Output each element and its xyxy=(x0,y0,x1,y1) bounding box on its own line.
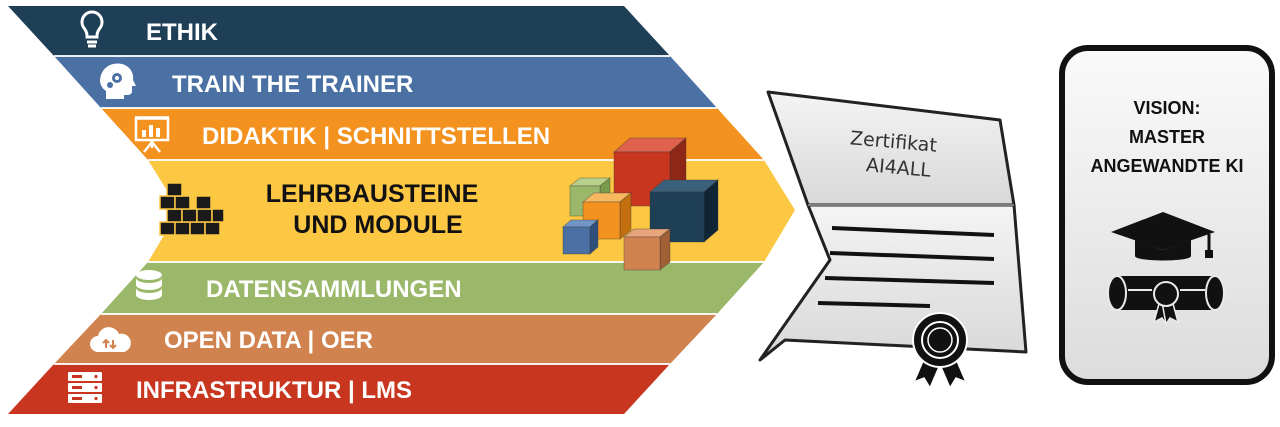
core-label-line1: LEHRBAUSTEINE xyxy=(266,180,479,208)
presentation-board-icon xyxy=(134,116,170,153)
band-infrastruktur xyxy=(8,364,670,414)
cert-line-3 xyxy=(824,276,995,285)
band-didaktik xyxy=(101,108,764,160)
band-open-data xyxy=(54,314,717,364)
server-rack-icon xyxy=(68,372,102,403)
colored-cubes-icon xyxy=(561,136,720,272)
certificate: Zertifikat AI4ALL xyxy=(758,90,1028,390)
cert-line-1 xyxy=(831,226,995,237)
lightbulb-icon xyxy=(80,10,104,48)
cert-line-4 xyxy=(817,301,931,308)
band-label-train-the-trainer: TRAIN THE TRAINER xyxy=(172,71,413,98)
band-datensammlungen xyxy=(101,262,764,314)
band-label-open-data: OPEN DATA | OER xyxy=(164,327,373,354)
chevron-bands xyxy=(8,6,795,414)
band-label-datensammlungen: DATENSAMMLUNGEN xyxy=(206,276,462,303)
core-label-line2: UND MODULE xyxy=(293,211,462,239)
band-label-infrastruktur: INFRASTRUKTUR | LMS xyxy=(136,377,412,404)
graduation-cap-diploma-icon xyxy=(1107,212,1225,326)
vision-box: VISION: MASTER ANGEWANDTE KI xyxy=(1059,45,1275,385)
vision-line1: VISION: xyxy=(1133,98,1200,118)
stacked-blocks-icon xyxy=(159,182,225,236)
rosette-seal-icon xyxy=(912,312,968,390)
head-gears-icon xyxy=(100,63,136,99)
band-label-ethik: ETHIK xyxy=(146,19,219,46)
vision-line2: MASTER xyxy=(1129,127,1205,147)
database-icon xyxy=(136,270,162,300)
vision-line3: ANGEWANDTE KI xyxy=(1091,156,1244,176)
band-ethik xyxy=(8,6,670,56)
band-train-the-trainer xyxy=(54,56,717,108)
cert-line-2 xyxy=(829,251,995,261)
cloud-transfer-icon xyxy=(90,327,131,352)
band-label-didaktik: DIDAKTIK | SCHNITTSTELLEN xyxy=(202,123,550,150)
